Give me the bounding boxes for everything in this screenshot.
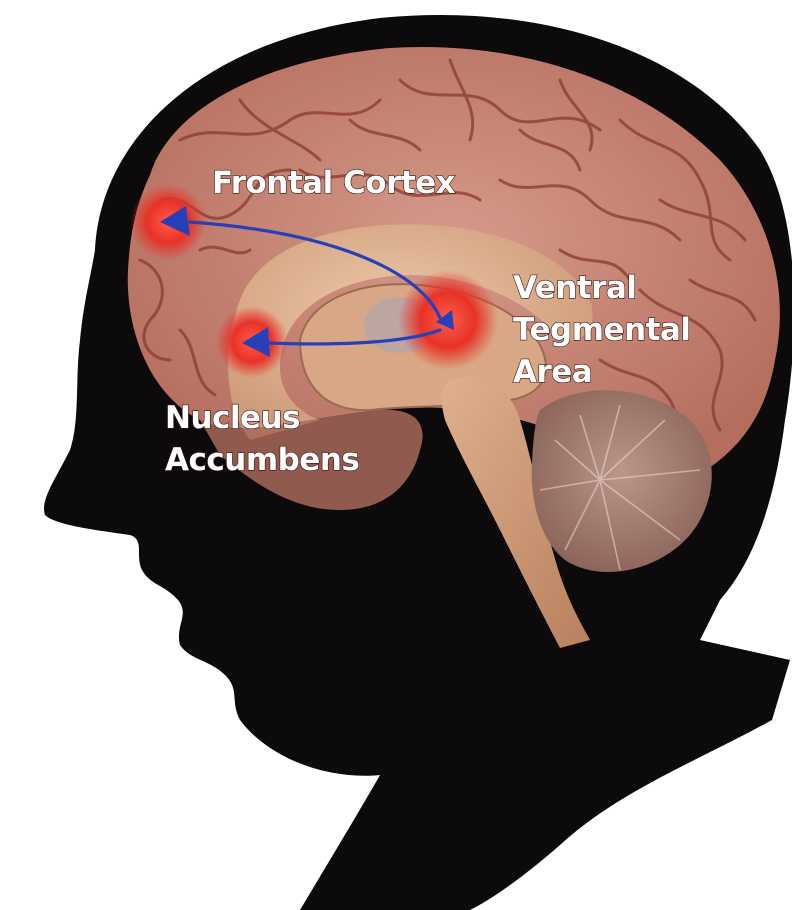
label-frontal-cortex: Frontal Cortex: [212, 165, 456, 201]
label-nucleus-accumbens-line2: Accumbens: [165, 442, 359, 478]
label-nucleus-accumbens-line1: Nucleus: [165, 400, 300, 436]
label-ventral-tegmental-line1: Ventral: [513, 270, 637, 306]
label-ventral-tegmental-line3: Area: [513, 354, 592, 390]
label-ventral-tegmental-line2: Tegmental: [513, 312, 691, 348]
